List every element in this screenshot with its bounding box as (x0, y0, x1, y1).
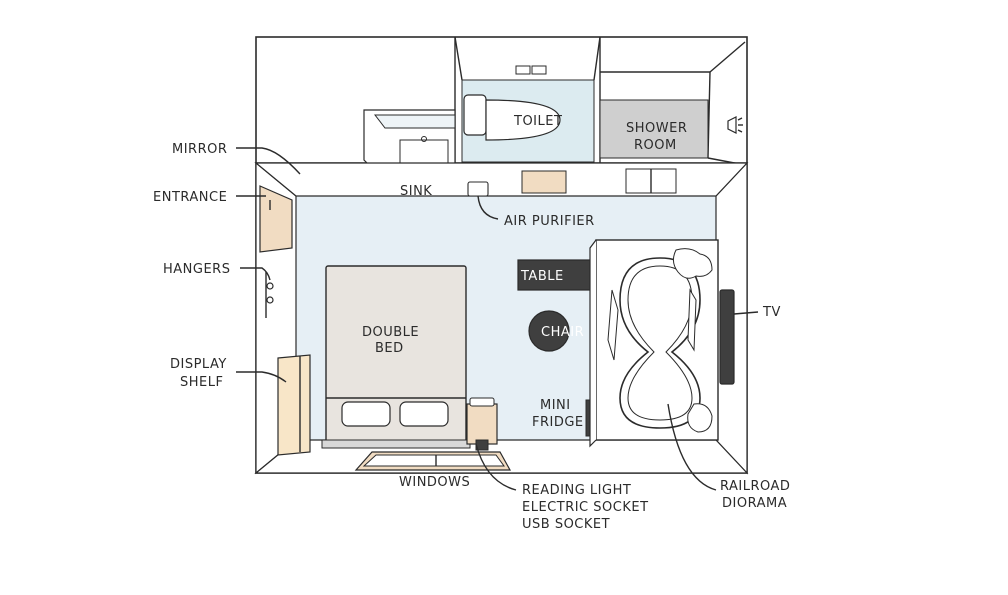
label-usb-socket: USB SOCKET (522, 517, 610, 532)
label-hangers: HANGERS (163, 262, 230, 277)
entrance-door (259, 185, 293, 253)
leader-lines (236, 147, 759, 491)
reading-light-icon (466, 397, 498, 451)
railroad-diorama (589, 239, 719, 448)
label-windows: WINDOWS (399, 475, 470, 490)
label-double-bed-2: BED (375, 341, 404, 356)
pillow-right (399, 401, 449, 427)
label-railroad: RAILROAD (720, 479, 790, 494)
chair-icon (528, 310, 570, 352)
label-display-shelf-2: SHELF (180, 375, 223, 390)
label-diorama: DIORAMA (722, 496, 787, 511)
track-loop (619, 257, 701, 429)
windows-icon (354, 451, 512, 471)
label-shower-2: ROOM (634, 138, 677, 153)
label-chair: CHAIR (541, 325, 584, 340)
label-reading-light: READING LIGHT (522, 483, 631, 498)
double-bed (321, 265, 471, 449)
wall-picture-2 (625, 168, 677, 194)
label-mini-fridge-1: MINI (540, 398, 571, 413)
label-mini-fridge-2: FRIDGE (532, 415, 584, 430)
label-tv: TV (762, 305, 781, 320)
air-purifier-icon (467, 181, 489, 197)
pillow-left (341, 401, 391, 427)
toilet-icon (463, 65, 561, 141)
tv-icon (719, 289, 735, 385)
label-sink: SINK (400, 184, 432, 199)
shower-head-icon (727, 116, 743, 134)
hangers-icon (265, 272, 274, 318)
label-double-bed-1: DOUBLE (362, 325, 419, 340)
label-toilet: TOILET (513, 114, 562, 129)
label-electric-socket: ELECTRIC SOCKET (522, 500, 649, 515)
table-icon (517, 259, 597, 291)
label-shower-1: SHOWER (626, 121, 687, 136)
label-air-purifier: AIR PURIFIER (504, 214, 595, 229)
shower-room-floor (599, 99, 709, 159)
display-shelf (277, 354, 311, 456)
label-display-shelf-1: DISPLAY (170, 357, 227, 372)
label-table: TABLE (520, 269, 564, 284)
wall-picture-1 (521, 170, 567, 194)
label-entrance: ENTRANCE (153, 190, 227, 205)
label-mirror: MIRROR (172, 142, 227, 157)
